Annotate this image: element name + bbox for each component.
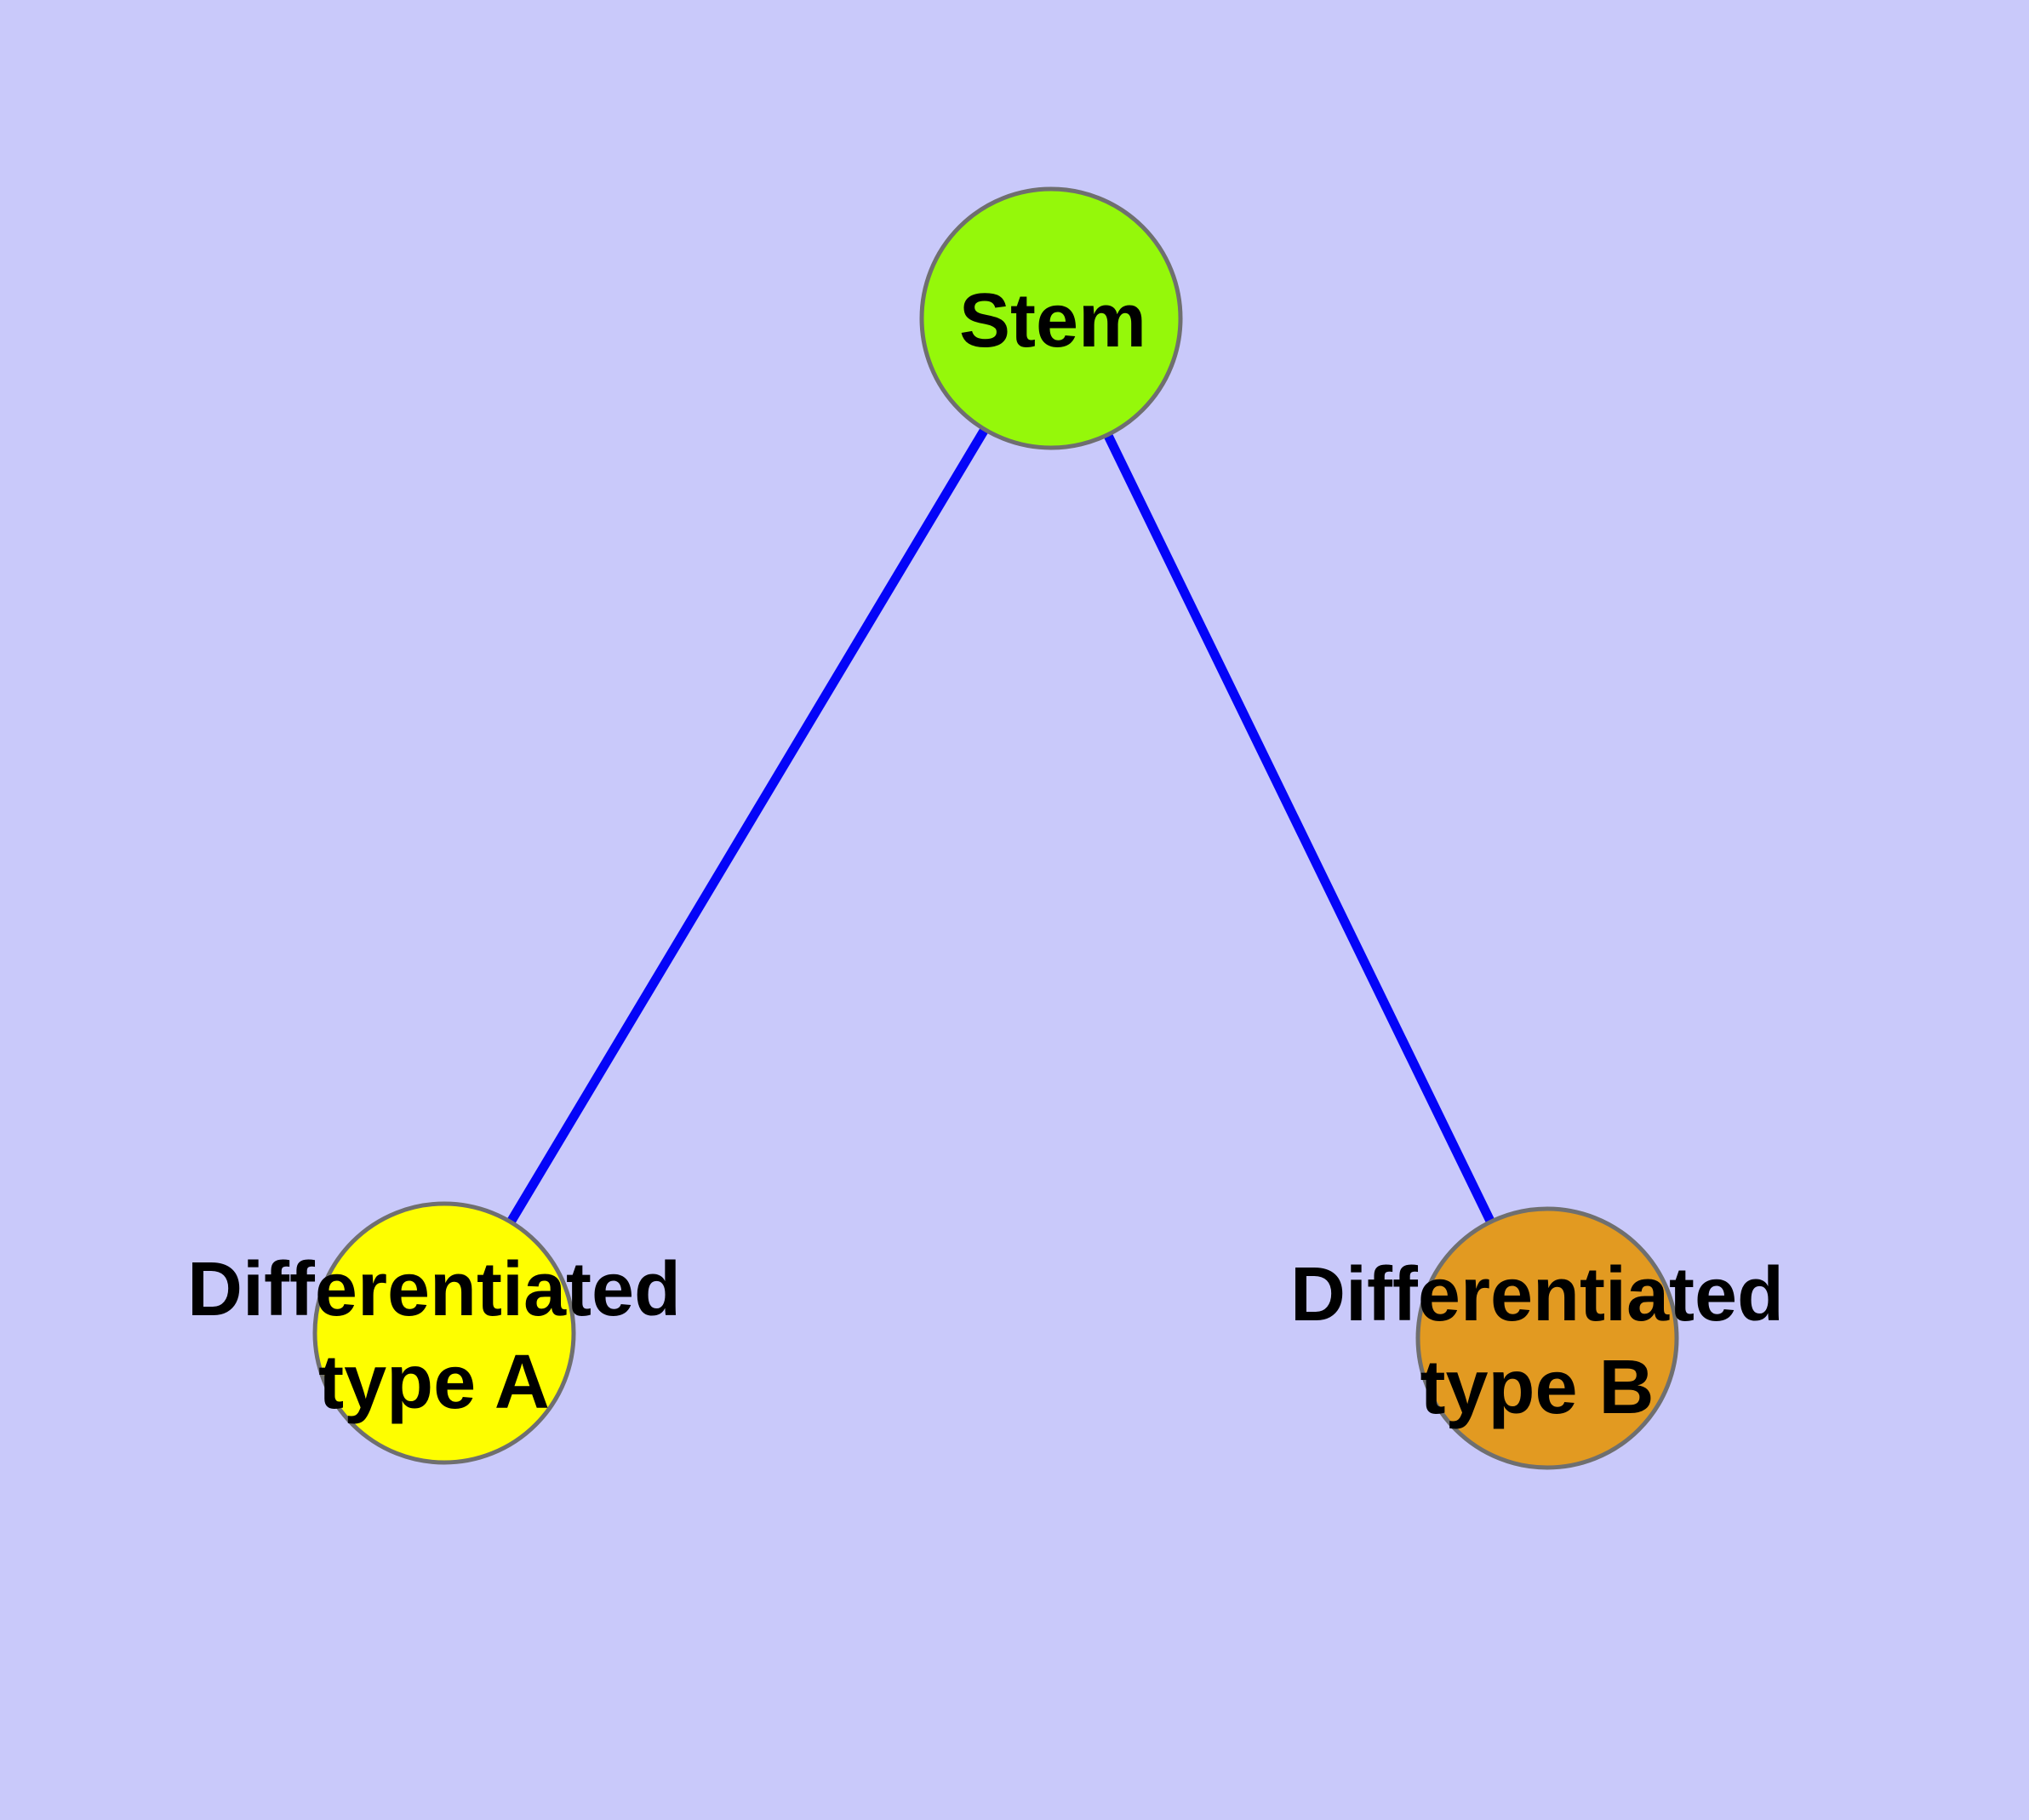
node-stem-label: Stem	[959, 278, 1146, 363]
node-type-a-label-line2: type A	[318, 1340, 550, 1425]
node-type-b-label-line2: type B	[1420, 1345, 1654, 1430]
node-type-b-label-line1: Differentiated	[1290, 1252, 1784, 1337]
node-stem	[919, 186, 1183, 450]
edge-stem-to-type-a	[440, 316, 1055, 1336]
edge-stem-to-type-b	[1047, 316, 1552, 1341]
node-type-a-label-line1: Differentiated	[187, 1247, 681, 1332]
node-differentiated-type-b	[1415, 1206, 1679, 1470]
node-differentiated-type-a	[312, 1201, 576, 1465]
